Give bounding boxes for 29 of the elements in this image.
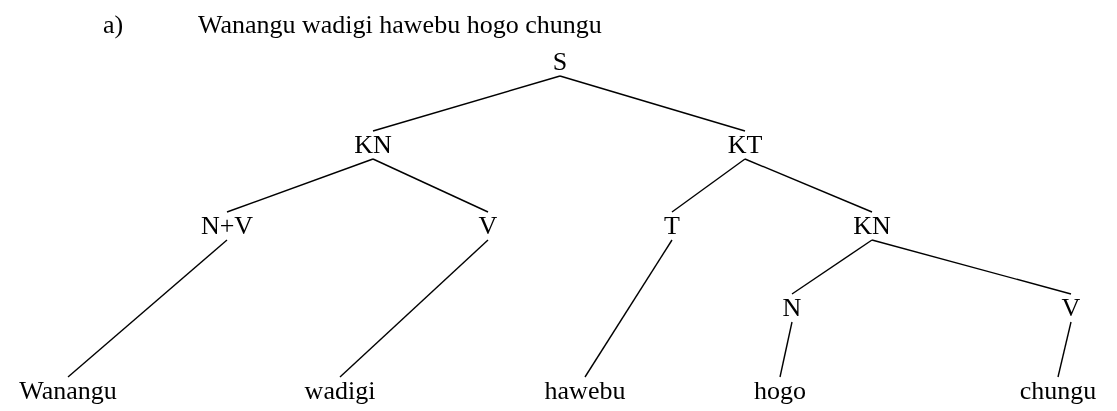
tree-node-label: KN [851,212,893,240]
tree-branch [584,239,673,378]
tree-node-label: KN [352,131,394,159]
tree-branch [67,239,228,378]
tree-branch [226,158,374,213]
tree-branch [671,158,746,213]
tree-node-label: Wanangu [17,377,119,405]
tree-node-label: T [662,212,682,240]
tree-node-label: KT [725,131,765,159]
tree-node-label: N [780,294,804,322]
tree-branch [372,158,489,213]
tree-node-label: hawebu [542,377,628,405]
tree-branch [339,239,489,378]
tree-branch [744,158,873,213]
tree-node-label: S [550,48,570,76]
tree-node-label: wadigi [302,377,378,405]
tree-branch [791,239,873,295]
tree-branch [559,75,746,132]
sentence-title: Wanangu wadigi hawebu hogo chungu [198,12,602,38]
tree-branch [372,75,561,132]
tree-node-label: N+V [198,212,256,240]
tree-node-label: hogo [752,377,808,405]
tree-branch [779,321,793,378]
item-letter: a) [103,12,124,38]
tree-branch [1057,321,1072,378]
tree-node-label: chungu [1017,377,1099,405]
tree-branch [871,239,1072,295]
tree-node-label: V [476,212,500,240]
tree-node-label: V [1059,294,1083,322]
